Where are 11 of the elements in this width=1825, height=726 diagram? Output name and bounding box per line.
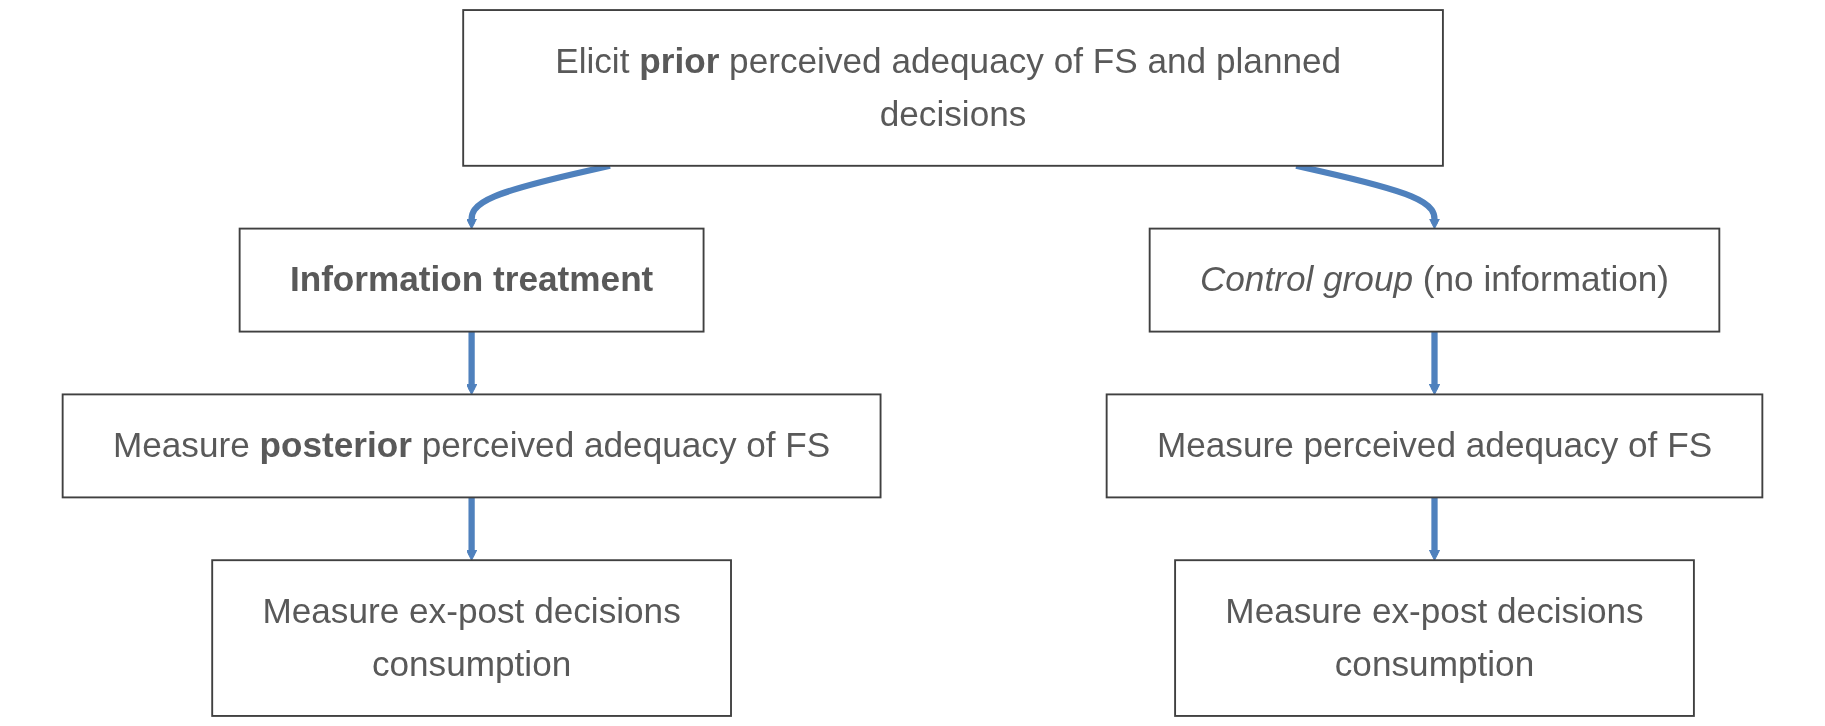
arrow xyxy=(466,331,478,395)
node-box: Measure ex-post decisions consumption xyxy=(211,559,732,717)
arrow xyxy=(1428,497,1441,561)
arrow xyxy=(1428,331,1441,395)
node-box: Measure ex-post decisions consumption xyxy=(1174,559,1695,717)
node-box: Information treatment xyxy=(238,227,705,333)
node-box: Control group (no information) xyxy=(1148,227,1721,333)
node-box: Measure perceived adequacy of FS xyxy=(1105,393,1764,499)
arrow xyxy=(466,497,478,561)
node-box: Measure posterior perceived adequacy of FS xyxy=(61,393,882,499)
node-box: Elicit prior perceived adequacy of FS and planned decisions xyxy=(462,9,1444,167)
